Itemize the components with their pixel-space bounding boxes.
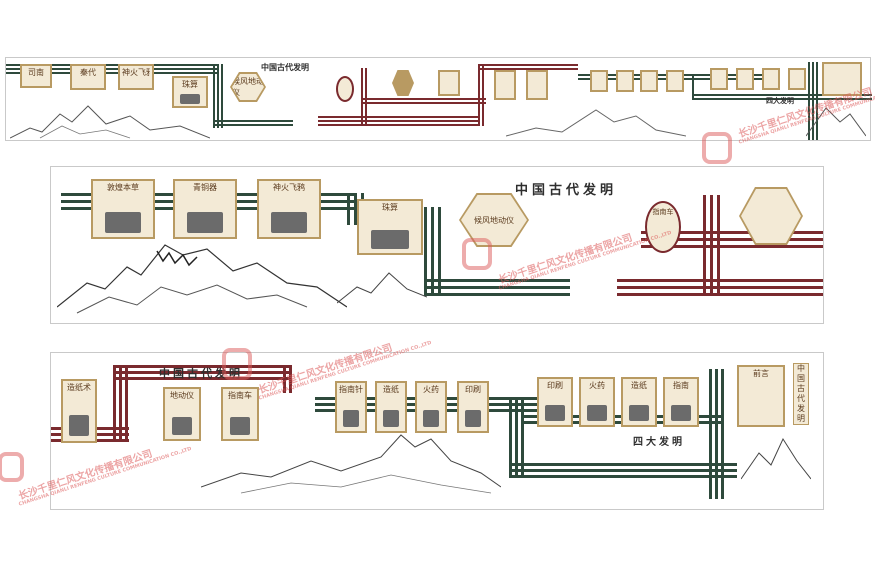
watermark-logo — [222, 348, 252, 380]
preface-tile: 前言 — [737, 365, 785, 427]
tile-label: 青铜器 — [193, 183, 217, 192]
tile-label: 神火飞鸦 — [122, 68, 150, 77]
panel-title: 中国古代发明 — [159, 367, 243, 380]
tile-label: 指南车 — [228, 391, 252, 400]
tile-abacus: 珠算 — [357, 199, 423, 255]
tile-mid-3: 火药 — [415, 381, 447, 433]
tile-label: 司南 — [28, 68, 44, 77]
tile-fire-crow: 神火飞鸦 — [257, 179, 321, 239]
vertical-title: 中国古代发明 — [793, 363, 809, 425]
tile-label: 前言 — [753, 369, 769, 378]
panel-top: 司南 秦代 神火飞鸦 珠算 候风地动仪 中国古代发明 四大发明 — [5, 57, 872, 141]
tile-right-4: 指南 — [663, 377, 699, 427]
tile-7 — [590, 70, 608, 92]
tile-3: 神火飞鸦 — [118, 64, 154, 90]
tile-right-2: 火药 — [579, 377, 615, 427]
tile-label: 珠算 — [382, 203, 398, 212]
section-title: 四大发明 — [633, 437, 685, 448]
tile-12 — [736, 68, 754, 90]
tile-mid-4: 印刷 — [457, 381, 489, 433]
mountain-illustration-right — [741, 437, 811, 480]
mountain-illustration-2 — [337, 272, 427, 304]
tile-mid-1: 指南针 — [335, 381, 367, 433]
section-title: 四大发明 — [766, 96, 794, 105]
tile-cart: 指南车 — [221, 387, 259, 441]
mountain-illustration — [57, 244, 347, 314]
tile-label: 火药 — [589, 381, 605, 390]
mountain-illustration — [201, 434, 501, 494]
tile-5 — [494, 70, 516, 100]
tile-bronze: 青铜器 — [173, 179, 237, 239]
tile-8 — [616, 70, 634, 92]
mountain-illustration-right — [506, 109, 686, 137]
oval-badge — [336, 76, 354, 102]
oval-compass-cart: 指南车 — [645, 201, 681, 253]
tile-9 — [640, 70, 658, 92]
tile-label: 指南 — [673, 381, 689, 390]
watermark-logo — [0, 452, 24, 482]
tile-label: 敦煌本草 — [107, 183, 139, 192]
panel-bottom: 造纸术 地动仪 指南车 中国古代发明 指南针 造纸 火药 印刷 印刷 火药 造纸… — [50, 352, 824, 510]
tile-15 — [822, 62, 862, 96]
tile-4 — [438, 70, 460, 96]
tile-label: 秦代 — [80, 68, 96, 77]
tile-6 — [526, 70, 548, 100]
oval-label: 指南车 — [652, 208, 674, 216]
tile-label: 火药 — [423, 385, 439, 394]
tile-paper: 造纸术 — [61, 379, 97, 443]
tile-label: 神火飞鸦 — [273, 183, 305, 192]
hex-badge-small — [392, 70, 414, 96]
feature-tile: 珠算 — [172, 76, 208, 108]
tile-14 — [788, 68, 806, 90]
tile-label: 珠算 — [182, 80, 198, 89]
panel-middle: 敦煌本草 青铜器 神火飞鸦 珠算 候风地动仪 中国古代发明 指南车 — [50, 166, 824, 324]
tile-mid-2: 造纸 — [375, 381, 407, 433]
tile-label: 造纸 — [631, 381, 647, 390]
tile-dunhuang: 敦煌本草 — [91, 179, 155, 239]
panel-title: 中国古代发明 — [515, 183, 618, 198]
tile-10 — [666, 70, 684, 92]
panel-title: 中国古代发明 — [261, 62, 309, 72]
tile-1: 司南 — [20, 64, 52, 88]
hex-label: 候风地动仪 — [232, 74, 264, 100]
tile-label: 造纸 — [383, 385, 399, 394]
tile-label: 印刷 — [547, 381, 563, 390]
tile-11 — [710, 68, 728, 90]
mountain-illustration — [10, 105, 210, 139]
tile-seismo: 地动仪 — [163, 387, 201, 441]
hex-inner — [741, 189, 801, 243]
tile-13 — [762, 68, 780, 90]
tile-label: 指南针 — [339, 385, 363, 394]
tile-label: 地动仪 — [170, 391, 194, 400]
tile-label: 造纸术 — [67, 383, 91, 392]
tile-right-3: 造纸 — [621, 377, 657, 427]
tile-right-1: 印刷 — [537, 377, 573, 427]
tile-2: 秦代 — [70, 64, 106, 90]
watermark-logo — [702, 132, 732, 164]
mountain-illustration-far-right — [806, 107, 866, 137]
watermark-logo — [462, 238, 492, 270]
hex-right — [739, 187, 803, 245]
tile-label: 印刷 — [465, 385, 481, 394]
hex-badge: 候风地动仪 — [230, 72, 266, 102]
